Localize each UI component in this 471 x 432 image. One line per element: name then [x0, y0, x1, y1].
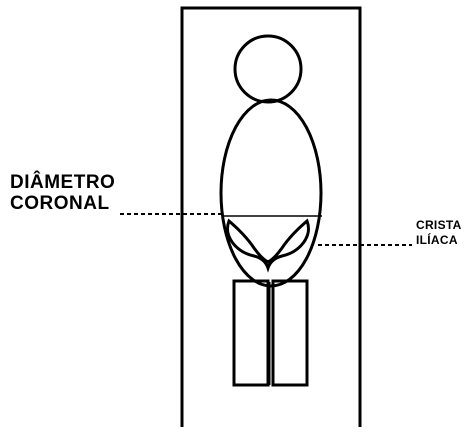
iliac-crest-label: CRISTA ILÍACA	[416, 219, 462, 249]
right-leg	[273, 281, 307, 385]
head	[235, 36, 301, 102]
left-leg	[234, 281, 268, 385]
coronal-diameter-label: DIÂMETRO CORONAL	[10, 173, 115, 215]
pelvis	[228, 221, 309, 268]
crista-label-line2: ILÍACA	[416, 234, 462, 249]
coronal-label-line1: DIÂMETRO	[10, 173, 115, 194]
crista-label-line1: CRISTA	[416, 219, 462, 234]
frame	[182, 8, 360, 427]
coronal-label-line2: CORONAL	[10, 194, 115, 215]
torso	[221, 100, 321, 286]
